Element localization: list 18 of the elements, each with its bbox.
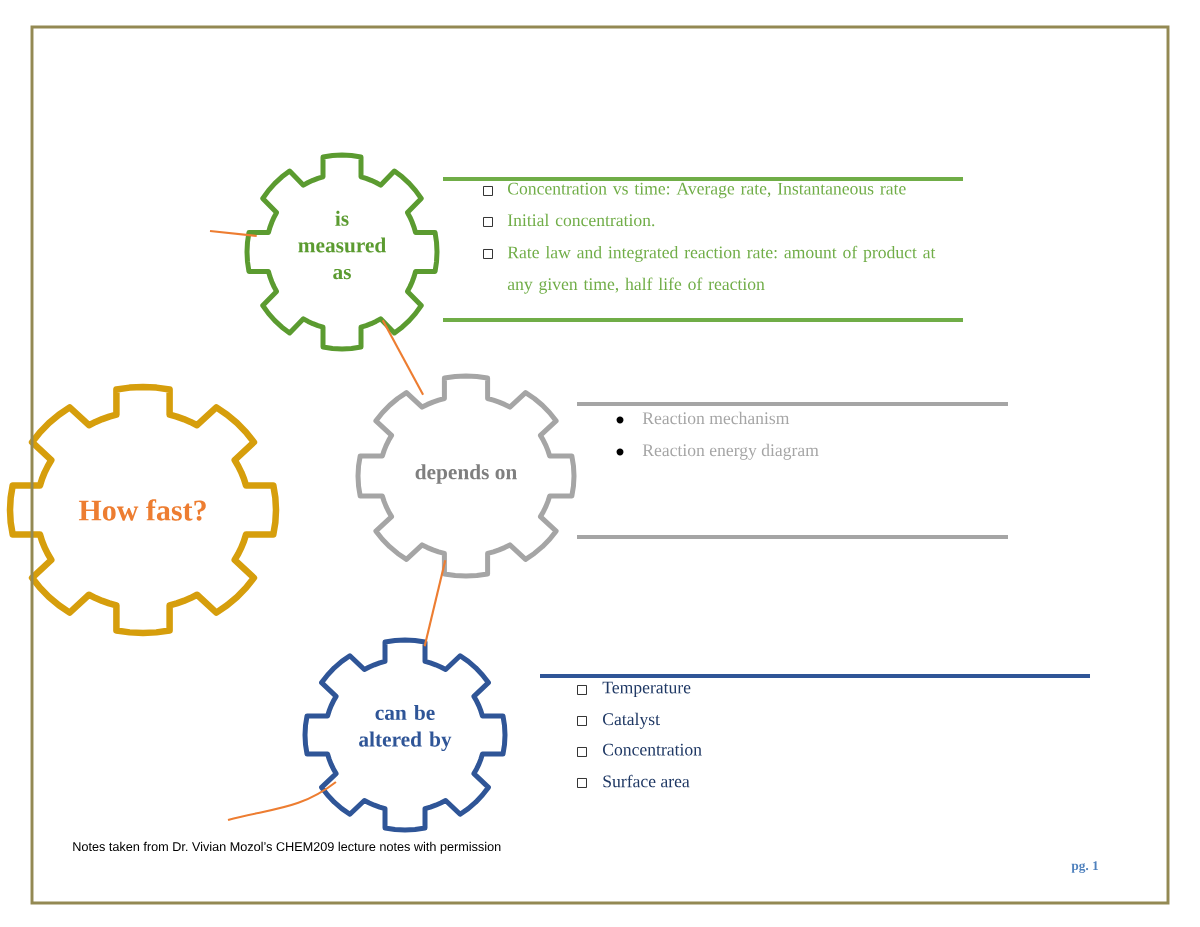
list-item: Rate law and integrated reaction rate: amount of product at any given time, half life of reaction (507, 245, 936, 294)
list-item: Concentration vs time: Average rate, Instantaneous rate (508, 182, 906, 199)
list-item: Surface area (603, 774, 690, 788)
page-number: pg. 1 (1071, 861, 1099, 873)
list-item: Reaction mechanism (642, 411, 790, 425)
gear: is measured as (244, 152, 440, 352)
list-item: Initial concentration. (507, 213, 655, 227)
connector-line (423, 560, 447, 647)
list-item: Reaction energy diagram (642, 443, 819, 460)
gear: can be altered by (302, 637, 508, 833)
list-item: Catalyst (603, 712, 660, 729)
connector-line (227, 781, 337, 822)
gear: How fast? (6, 383, 280, 637)
list-item: Concentration (603, 743, 702, 756)
connector-line (209, 229, 257, 237)
list-item: Temperature (602, 681, 691, 698)
gear: depends on (355, 373, 577, 579)
connector-line (381, 319, 425, 396)
